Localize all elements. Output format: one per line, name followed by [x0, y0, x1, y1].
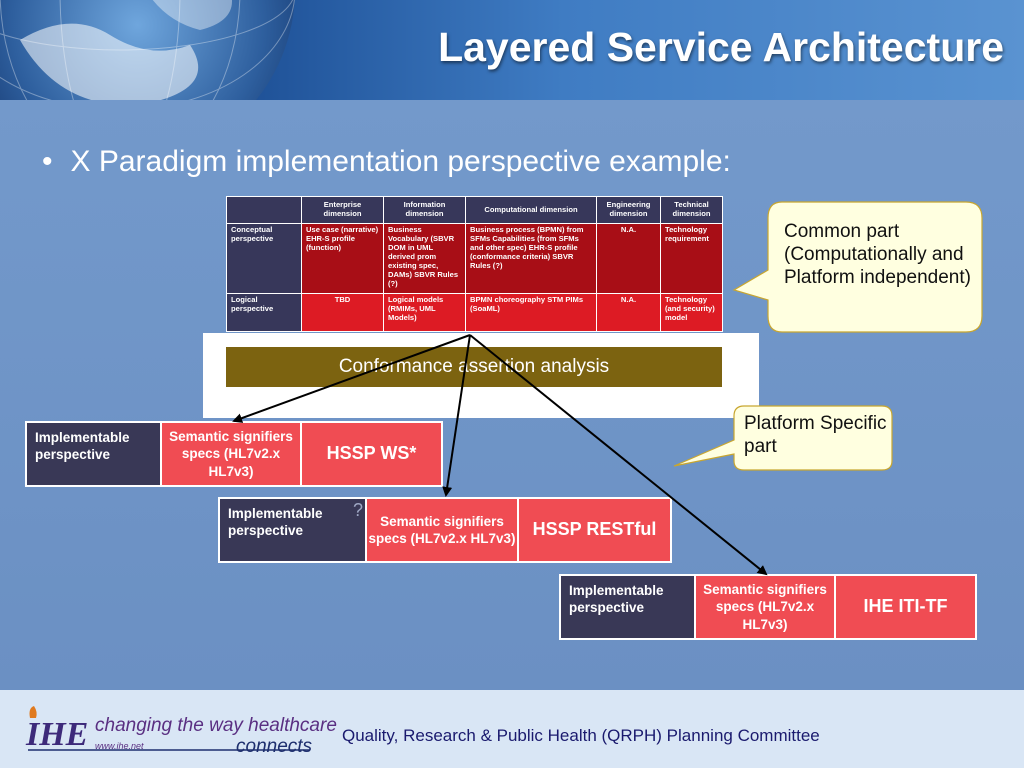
header-computational: Computational dimension: [465, 196, 597, 224]
header-enterprise: Enterprise dimension: [301, 196, 384, 224]
bullet-text: X Paradigm implementation perspective ex…: [70, 145, 731, 178]
cell-logical-information: Logical models (RMIMs, UML Models): [383, 293, 466, 332]
perspective-dimension-matrix: Enterprise dimension Information dimensi…: [226, 196, 723, 332]
bullet-marker: •: [42, 145, 53, 178]
question-mark: ?: [352, 500, 363, 520]
cell-conceptual-enterprise: Use case (narrative) EHR-S profile (func…: [301, 223, 384, 294]
cell-conceptual-computational: Business process (BPMN) from SFMs Capabi…: [465, 223, 597, 294]
impl-perspective-text: Implementable perspective: [228, 506, 323, 539]
cell-logical-enterprise: TBD: [301, 293, 384, 332]
cell-conceptual-technical: Technology requirement: [660, 223, 723, 294]
header-information: Information dimension: [383, 196, 466, 224]
footer: [0, 690, 1024, 768]
ihe-logo: IHE: [25, 706, 310, 753]
impl-semantic-specs: Semantic signifiers specs (HL7v2.x HL7v3…: [365, 499, 517, 561]
cell-logical-technical: Technology (and security) model: [660, 293, 723, 332]
cell-logical-computational: BPMN choreography STM PIMs (SoaML): [465, 293, 597, 332]
matrix-header-row: Enterprise dimension Information dimensi…: [226, 196, 723, 224]
globe-decoration: [0, 0, 295, 100]
header-banner: Layered Service Architecture: [0, 0, 1024, 100]
impl-semantic-specs: Semantic signifiers specs (HL7v2.x HL7v3…: [160, 423, 300, 485]
committee-label: Quality, Research & Public Health (QRPH)…: [342, 726, 820, 745]
row-label-conceptual: Conceptual perspective: [226, 223, 302, 294]
ihe-tagline-top: changing the way healthcare: [95, 715, 337, 736]
impl-perspective-label: Implementable perspective: [27, 423, 160, 485]
impl-semantic-specs: Semantic signifiers specs (HL7v2.x HL7v3…: [694, 576, 834, 638]
impl-box-ihe-iti: Implementable perspective Semantic signi…: [559, 574, 977, 640]
cell-logical-engineering: N.A.: [596, 293, 661, 332]
impl-target-ihe-iti: IHE ITI-TF: [834, 576, 975, 638]
matrix-row-logical: Logical perspective TBD Logical models (…: [226, 293, 723, 332]
impl-perspective-label: Implementable perspective: [561, 576, 694, 638]
ihe-website: www.ihe.net: [95, 741, 144, 751]
impl-box-hssp-ws: Implementable perspective Semantic signi…: [25, 421, 443, 487]
impl-target-hssp-ws: HSSP WS*: [300, 423, 441, 485]
page-title: Layered Service Architecture: [438, 24, 1004, 70]
common-part-callout: Common part (Computationally and Platfor…: [784, 221, 971, 289]
ihe-logo-text: IHE: [25, 716, 88, 753]
conformance-assertion-bar: Conformance assertion analysis: [226, 347, 722, 387]
impl-target-hssp-restful: HSSP RESTful: [517, 499, 670, 561]
cell-conceptual-engineering: N.A.: [596, 223, 661, 294]
matrix-corner: [226, 196, 302, 224]
platform-part-callout: Platform Specific part: [744, 413, 887, 458]
header-technical: Technical dimension: [660, 196, 723, 224]
row-label-logical: Logical perspective: [226, 293, 302, 332]
impl-box-hssp-restful: Implementable perspective ? Semantic sig…: [218, 497, 672, 563]
bullet-point: • X Paradigm implementation perspective e…: [42, 145, 731, 179]
ihe-tagline-bottom: connects: [236, 736, 313, 757]
cell-conceptual-information: Business Vocabulary (SBVR DOM in UML der…: [383, 223, 466, 294]
header-engineering: Engineering dimension: [596, 196, 661, 224]
impl-perspective-label: Implementable perspective ?: [220, 499, 365, 561]
matrix-row-conceptual: Conceptual perspective Use case (narrati…: [226, 223, 723, 294]
